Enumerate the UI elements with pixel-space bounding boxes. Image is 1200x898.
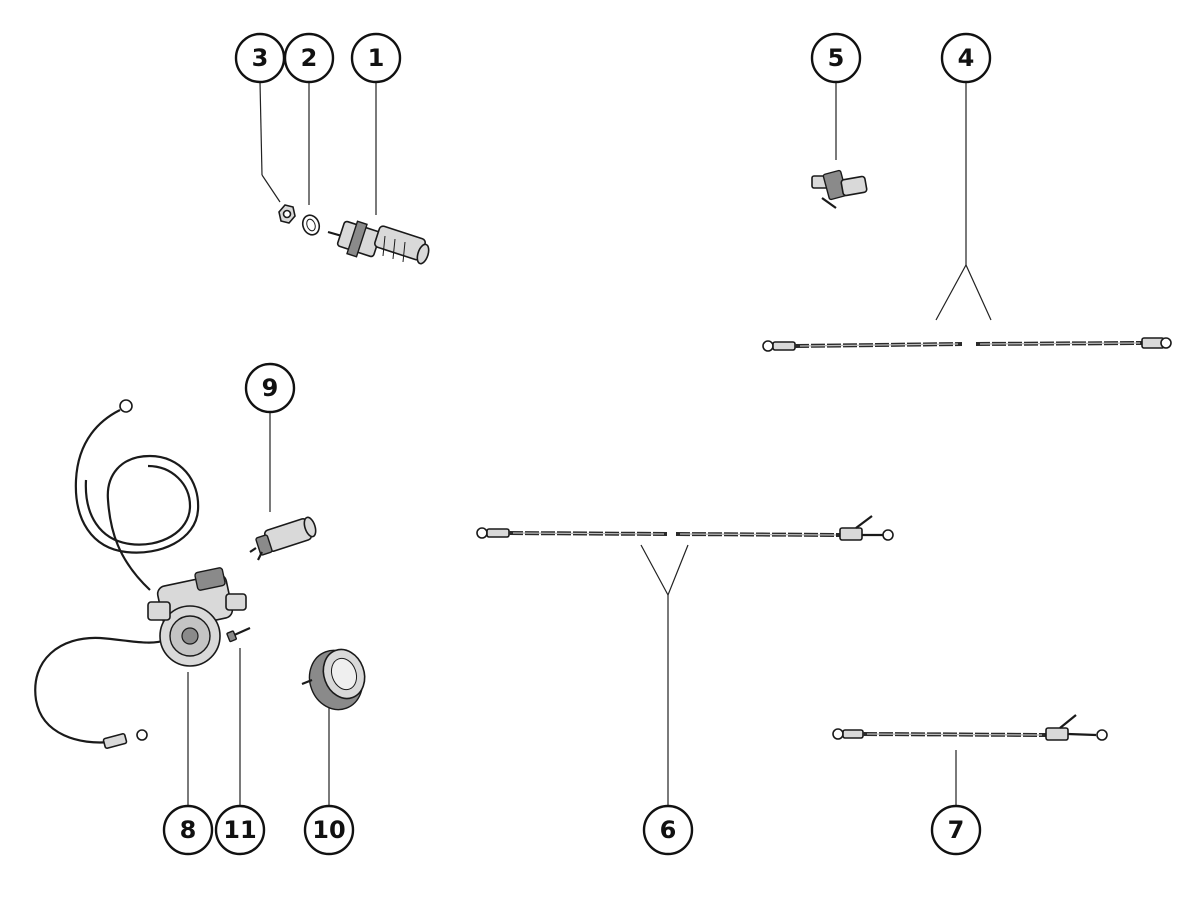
callout-10-label: 10: [312, 816, 345, 844]
callout-3-label: 3: [252, 44, 269, 72]
callout-6: 6: [642, 804, 694, 856]
callout-11-label: 11: [223, 816, 256, 844]
callout-8: 8: [162, 804, 214, 856]
part-6-cable: [476, 515, 894, 541]
callout-9-label: 9: [262, 374, 279, 402]
part-1-switch: [327, 220, 430, 265]
callout-7: 7: [930, 804, 982, 856]
callout-1-label: 1: [368, 44, 385, 72]
callout-8-label: 8: [180, 816, 197, 844]
part-7-cable: [832, 714, 1108, 741]
part-9-plug: [249, 516, 317, 561]
part-8-motor-harness: [34, 399, 247, 750]
leader-lines: [187, 81, 992, 806]
callout-3: 3: [234, 32, 286, 84]
part-4-cable: [762, 337, 1172, 352]
part-11-screw: [226, 626, 251, 643]
part-2-washer: [301, 214, 321, 236]
callout-9: 9: [244, 362, 296, 414]
callout-11: 11: [214, 804, 266, 856]
callout-4-label: 4: [958, 44, 975, 72]
callout-2: 2: [283, 32, 335, 84]
callout-5: 5: [810, 32, 862, 84]
leader-3-tail: [261, 174, 281, 203]
callout-5-label: 5: [828, 44, 845, 72]
leader-6-fork: [640, 544, 689, 597]
part-3-nut: [278, 204, 296, 224]
part-10-gauge: [301, 648, 366, 711]
callout-10: 10: [303, 804, 355, 856]
callout-6-label: 6: [660, 816, 677, 844]
callout-4: 4: [940, 32, 992, 84]
callout-1: 1: [350, 32, 402, 84]
part-5-connector: [811, 169, 868, 209]
leader-4-fork: [935, 263, 992, 321]
leader-3: [259, 81, 263, 176]
callout-7-label: 7: [948, 816, 965, 844]
callout-2-label: 2: [301, 44, 318, 72]
